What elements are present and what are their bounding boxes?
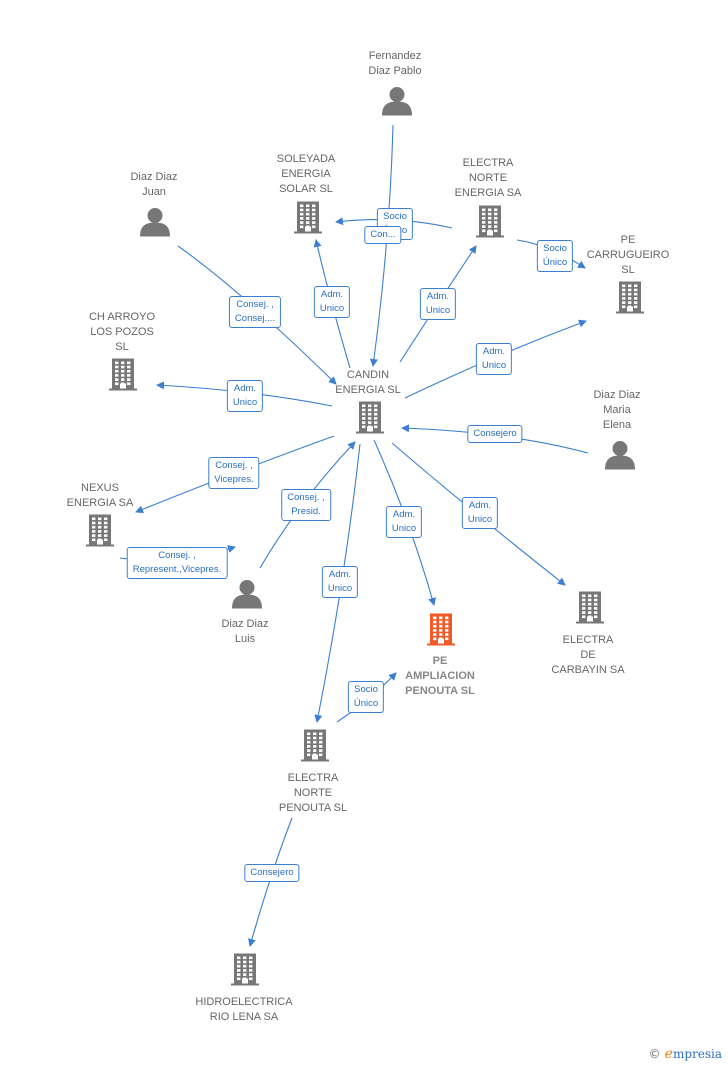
person-icon[interactable] bbox=[140, 207, 170, 242]
node-label-nexus[interactable]: NEXUS ENERGIA SA bbox=[66, 482, 134, 509]
node-label-pe_ampliacion[interactable]: PE AMPLIACION PENOUTA SL bbox=[405, 655, 475, 697]
edge-fernandez-to-candin bbox=[369, 124, 394, 367]
edge-label-diaz_luis-to-nexus[interactable]: Consej. , Represent.,Vicepres. bbox=[126, 547, 228, 579]
building-icon[interactable] bbox=[574, 591, 606, 629]
building-icon[interactable] bbox=[425, 613, 457, 651]
edge-label-candin-to-electra_norte_penouta[interactable]: Adm. Unico bbox=[321, 566, 359, 598]
node-label-diaz_luis[interactable]: Diaz Diaz Luis bbox=[221, 618, 269, 645]
edge-label-diaz_maria-to-candin[interactable]: Consejero bbox=[467, 425, 523, 443]
person-icon[interactable] bbox=[232, 579, 262, 614]
building-icon[interactable] bbox=[474, 205, 506, 243]
node-label-electra_carbayin[interactable]: ELECTRA DE CARBAYIN SA bbox=[551, 634, 625, 676]
edge-label-electra_norte_penouta-to-pe_ampliacion[interactable]: Socio Único bbox=[347, 681, 385, 713]
node-label-soleyada[interactable]: SOLEYADA ENERGIA SOLAR SL bbox=[276, 153, 336, 195]
edge-label-electra_norte_energia-to-pe_carrugueiro[interactable]: Socio Único bbox=[536, 240, 574, 272]
edge-electra_norte_penouta-to-hidroelectrica bbox=[248, 817, 293, 947]
edge-label-electra_norte_penouta-to-hidroelectrica[interactable]: Consejero bbox=[244, 864, 300, 882]
building-icon[interactable] bbox=[299, 729, 331, 767]
node-label-candin[interactable]: CANDIN ENERGIA SL bbox=[335, 369, 401, 396]
building-icon[interactable] bbox=[614, 281, 646, 319]
edge-label-candin-to-ch_arroyo[interactable]: Adm. Unico bbox=[226, 380, 264, 412]
edge-label-diaz_juan-to-candin[interactable]: Consej. , Consej.... bbox=[228, 296, 282, 328]
building-icon[interactable] bbox=[229, 953, 261, 991]
building-icon[interactable] bbox=[107, 358, 139, 396]
person-icon[interactable] bbox=[605, 440, 635, 475]
edge-label-diaz_luis-to-candin[interactable]: Consej. , Presid. bbox=[281, 489, 331, 521]
building-icon[interactable] bbox=[354, 401, 386, 439]
copyright-symbol: © bbox=[648, 1047, 661, 1061]
node-label-electra_norte_energia[interactable]: ELECTRA NORTE ENERGIA SA bbox=[454, 157, 522, 199]
node-label-diaz_maria[interactable]: Diaz Diaz Maria Elena bbox=[593, 389, 641, 431]
edge-label-candin-to-electra_carbayin[interactable]: Adm. Unico bbox=[461, 497, 499, 529]
node-label-hidroelectrica[interactable]: HIDROELECTRICA RIO LENA SA bbox=[195, 996, 293, 1023]
brand-initial: e bbox=[664, 1046, 673, 1062]
brand-name: mpresia bbox=[672, 1047, 722, 1061]
edge-label-electra_norte_energia-to-soleyada[interactable]: Con... bbox=[364, 226, 402, 244]
building-icon[interactable] bbox=[84, 514, 116, 552]
edge-label-candin-to-electra_norte_energia[interactable]: Adm. Unico bbox=[419, 288, 457, 320]
node-label-diaz_juan[interactable]: Diaz Diaz Juan bbox=[130, 171, 178, 198]
edge-label-candin-to-pe_carrugueiro[interactable]: Adm. Unico bbox=[475, 343, 513, 375]
node-label-ch_arroyo[interactable]: CH ARROYO LOS POZOS SL bbox=[88, 311, 156, 353]
edge-label-candin-to-nexus[interactable]: Consej. , Vicepres. bbox=[208, 457, 260, 489]
building-icon[interactable] bbox=[292, 201, 324, 239]
edge-label-candin-to-pe_ampliacion[interactable]: Adm. Unico bbox=[385, 506, 423, 538]
node-label-fernandez[interactable]: Fernandez Diaz Pablo bbox=[368, 50, 422, 77]
node-label-electra_norte_penouta[interactable]: ELECTRA NORTE PENOUTA SL bbox=[278, 772, 348, 814]
person-icon[interactable] bbox=[382, 86, 412, 121]
node-label-pe_carrugueiro[interactable]: PE CARRUGUEIRO SL bbox=[586, 234, 670, 276]
edge-label-candin-to-soleyada[interactable]: Adm. Unico bbox=[313, 286, 351, 318]
copyright-brand: ©empresia bbox=[649, 1046, 722, 1062]
